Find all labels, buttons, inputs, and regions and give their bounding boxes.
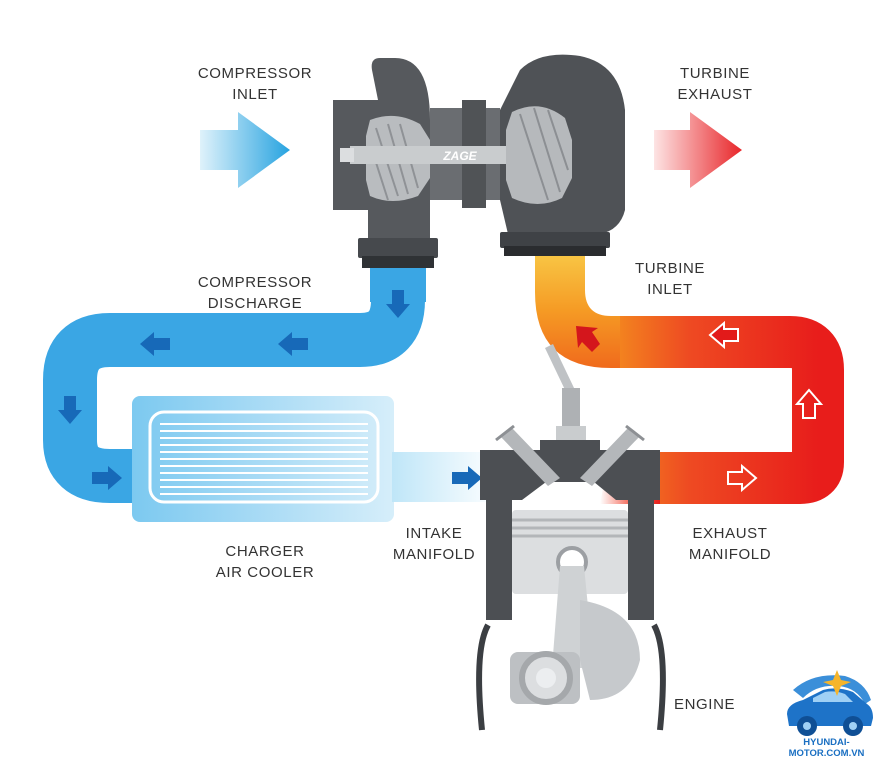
arrow-left-icon bbox=[140, 332, 170, 356]
label-line: MANIFOLD bbox=[392, 546, 476, 563]
turbo-shaft bbox=[350, 146, 520, 164]
turbine-inlet-pipe bbox=[535, 255, 640, 368]
crank-counterweight bbox=[580, 600, 640, 700]
compressor-inlet-label: COMPRESSOR INLET bbox=[180, 63, 330, 105]
arrow-down-icon bbox=[58, 396, 82, 424]
label-line: COMPRESSOR bbox=[197, 65, 313, 82]
cylinder-wall-right bbox=[628, 500, 654, 620]
label-line: TURBINE bbox=[679, 65, 751, 82]
exhaust-manifold-label: EXHAUST MANIFOLD bbox=[660, 523, 800, 565]
exhaust-valve bbox=[580, 428, 640, 486]
label-line: EXHAUST bbox=[692, 525, 768, 542]
compressor-inlet-arrow-icon bbox=[200, 112, 290, 188]
arrow-left-icon bbox=[708, 320, 739, 350]
arrow-right-icon bbox=[92, 466, 122, 490]
arrow-down-icon bbox=[386, 290, 410, 318]
cylinder-wall-left bbox=[486, 500, 512, 620]
arrow-left-icon bbox=[278, 332, 308, 356]
arrow-right-icon bbox=[452, 466, 482, 490]
label-line: AIR COOLER bbox=[215, 564, 315, 581]
label-line: EXHAUST bbox=[677, 86, 753, 103]
label-line: INLET bbox=[647, 281, 693, 298]
intake-manifold-label: INTAKE MANIFOLD bbox=[384, 523, 484, 565]
turbine-exhaust-label: TURBINE EXHAUST bbox=[640, 63, 790, 105]
compressor-discharge-label: COMPRESSOR DISCHARGE bbox=[180, 272, 330, 314]
turbine-inlet-label: TURBINE INLET bbox=[600, 258, 740, 300]
charger-air-cooler-label: CHARGER AIR COOLER bbox=[185, 541, 345, 583]
label-line: CHARGER bbox=[225, 543, 305, 560]
label-line: TURBINE bbox=[634, 260, 706, 277]
watermark-car-logo bbox=[787, 670, 873, 736]
turbo-brand-logo: ZAGE bbox=[442, 149, 477, 163]
spark-plug bbox=[545, 344, 575, 394]
cold-flow-arrows bbox=[58, 290, 482, 490]
turbocharger: ZAGE bbox=[333, 54, 625, 268]
cold-air-pipe bbox=[43, 268, 425, 503]
label-line: INTAKE bbox=[405, 525, 463, 542]
cylinder-head bbox=[480, 440, 660, 500]
turbine-flange bbox=[500, 232, 610, 248]
intake-pipe bbox=[392, 452, 500, 502]
turbine-exhaust-arrow-icon bbox=[654, 112, 742, 188]
exhaust-pipe bbox=[620, 316, 844, 504]
arrow-right-icon bbox=[727, 463, 758, 493]
hot-flow-arrows bbox=[708, 320, 824, 493]
label-line: COMPRESSOR bbox=[197, 274, 313, 291]
label-line: MANIFOLD bbox=[688, 546, 772, 563]
cooler-core bbox=[148, 410, 380, 504]
cooler-fins bbox=[160, 423, 368, 495]
label-line: INLET bbox=[232, 86, 278, 103]
engine bbox=[476, 344, 666, 731]
engine-label: ENGINE bbox=[674, 694, 764, 715]
crankcase-outline bbox=[476, 623, 666, 731]
arrow-up-left-icon bbox=[576, 326, 600, 352]
intake-valve bbox=[500, 428, 560, 486]
label-line: ENGINE bbox=[674, 696, 736, 713]
label-line: DISCHARGE bbox=[207, 295, 303, 312]
watermark-text: HYUNDAI-MOTOR.COM.VN bbox=[788, 737, 865, 759]
arrow-up-icon bbox=[794, 388, 824, 419]
compressor-flange bbox=[358, 238, 438, 258]
